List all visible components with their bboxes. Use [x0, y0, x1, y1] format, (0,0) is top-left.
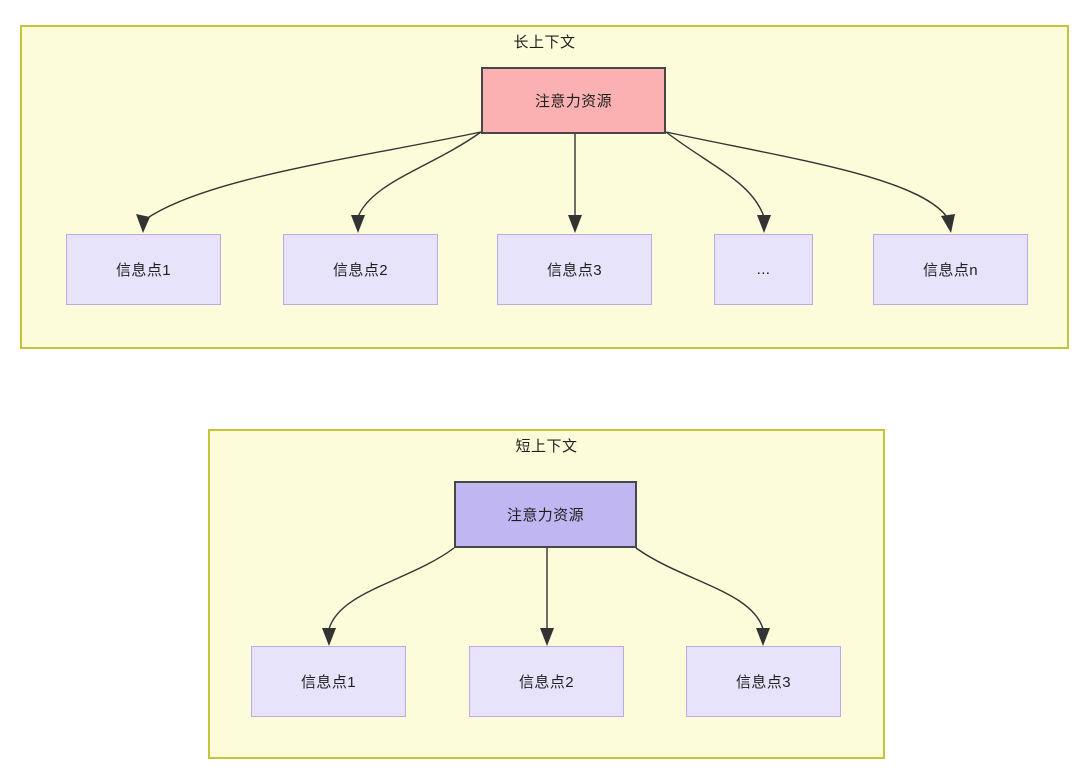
node-label: 信息点1 [301, 674, 356, 691]
node-label: 信息点n [923, 262, 978, 279]
node-label: 信息点2 [519, 674, 574, 691]
edge-root-to-info-2 [351, 131, 482, 233]
node-label: 信息点2 [333, 262, 388, 279]
node-attention-resource-long[interactable]: 注意力资源 [481, 67, 666, 134]
node-label: 信息点1 [116, 262, 171, 279]
node-info-point-1-long[interactable]: 信息点1 [66, 234, 221, 305]
node-label: 信息点3 [547, 262, 602, 279]
edge-root-to-info-1 [136, 131, 482, 233]
node-attention-resource-short[interactable]: 注意力资源 [454, 481, 637, 548]
node-info-point-3-short[interactable]: 信息点3 [686, 646, 841, 717]
panel-long-context-title: 长上下文 [513, 34, 576, 51]
node-info-point-3-long[interactable]: 信息点3 [497, 234, 652, 305]
node-info-point-2-short[interactable]: 信息点2 [469, 646, 624, 717]
edge-root-to-info-4 [665, 131, 771, 233]
edge-root-to-info-2 [540, 548, 554, 646]
edge-root-to-info-1 [322, 547, 455, 646]
node-info-point-ellipsis-long[interactable]: ... [714, 234, 813, 305]
node-label: 注意力资源 [534, 93, 612, 110]
panel-short-context: 短上下文 注意力资源 信息点1 信息点2 信息点3 [208, 429, 885, 759]
node-info-point-2-long[interactable]: 信息点2 [283, 234, 438, 305]
node-info-point-n-long[interactable]: 信息点n [873, 234, 1028, 305]
edge-root-to-info-3 [635, 547, 770, 646]
node-label: ... [756, 261, 771, 278]
panel-long-context: 长上下文 注意力资源 信息点1 信息点2 信息点3 [20, 25, 1069, 349]
node-label: 注意力资源 [506, 507, 584, 524]
panel-short-context-title: 短上下文 [515, 438, 578, 455]
edge-root-to-info-3 [568, 132, 582, 233]
node-label: 信息点3 [736, 674, 791, 691]
edge-root-to-info-5 [665, 131, 955, 233]
node-info-point-1-short[interactable]: 信息点1 [251, 646, 406, 717]
